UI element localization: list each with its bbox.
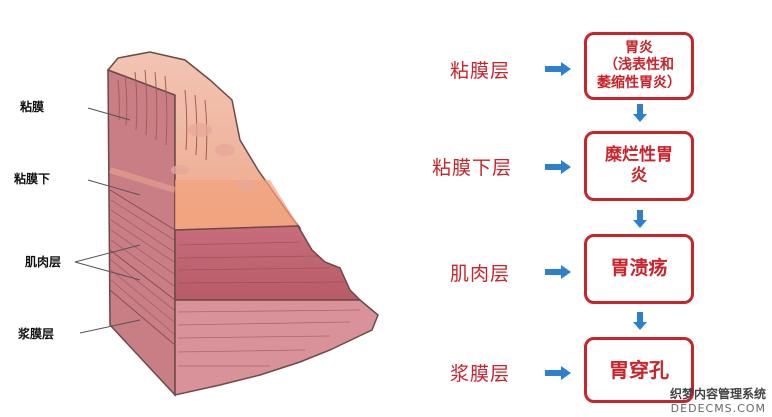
watermark-line1: 织梦内容管理系统 [669,387,766,401]
box-gastric-ulcer: 胃溃疡 [584,234,694,304]
layer-mucosa-label: 粘膜层 [450,60,511,82]
label-mucosa: 粘膜 [20,100,45,114]
submucosa-layer [175,180,300,240]
layer-submucosa-label: 粘膜下层 [432,157,513,179]
box-gastritis-line3: 萎缩性胃炎） [597,74,681,91]
box-gastritis: 胃炎 （浅表性和 萎缩性胃炎） [584,32,694,100]
arrow-down-icon [633,312,647,330]
box-gastritis-line1: 胃炎 [625,39,653,56]
box-erosive-line2: 炎 [630,166,648,186]
wall-side-face [107,68,176,397]
watermark: 织梦内容管理系统 DEDECMS.COM [670,385,766,415]
box-perforation-line1: 胃穿孔 [609,357,669,382]
box-erosive-gastritis: 糜烂性胃 炎 [584,131,694,201]
label-serosa: 浆膜层 [18,327,55,341]
watermark-line2: DEDECMS.COM [670,402,766,415]
arrow-right-icon [545,62,571,76]
layer-serosa-label: 浆膜层 [450,363,511,385]
stomach-wall-illustration [74,51,379,397]
arrow-right-icon [545,265,571,279]
arrow-right-icon [545,366,571,380]
arrow-right-icon [545,160,571,174]
label-submucosa: 粘膜下 [14,172,51,186]
box-ulcer-line1: 胃溃疡 [610,257,668,280]
layer-muscle-label: 肌肉层 [450,263,511,285]
label-muscle: 肌肉层 [25,255,62,269]
box-erosive-line1: 糜烂性胃 [605,144,673,165]
arrow-down-icon [633,210,647,228]
serosa-layer [174,299,379,396]
arrow-down-icon [633,104,647,122]
box-gastric-perforation: 胃穿孔 [584,337,694,403]
box-gastritis-line2: （浅表性和 [604,57,674,74]
muscle-layer [174,225,362,301]
